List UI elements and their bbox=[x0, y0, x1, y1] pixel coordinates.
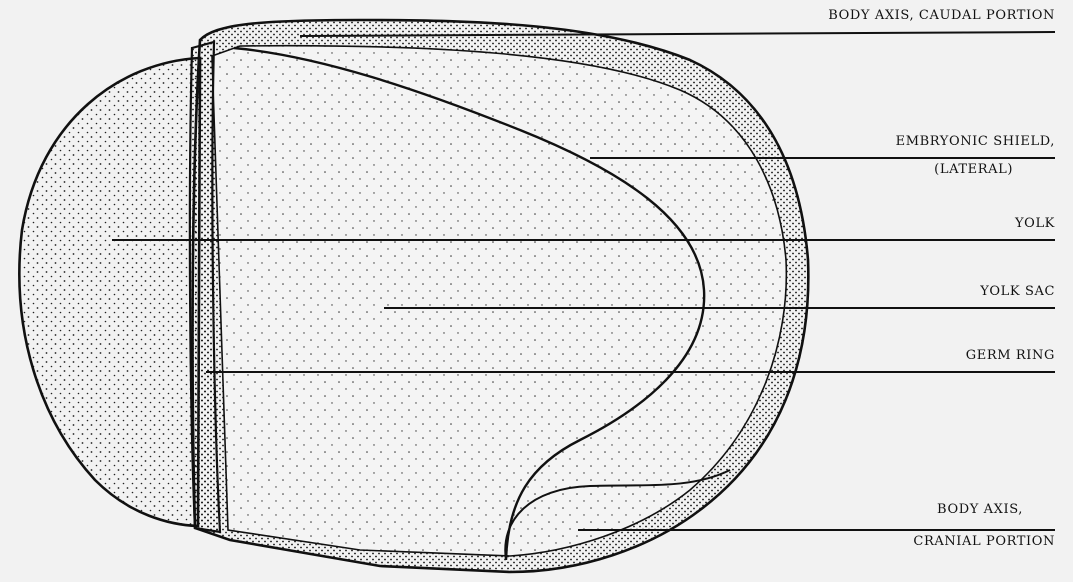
yolk-outline bbox=[19, 58, 200, 526]
label-germ-ring: GERM RING bbox=[966, 348, 1055, 363]
label-body-axis-cranial-portion: CRANIAL PORTION bbox=[913, 534, 1055, 549]
label-body-axis-cranial: BODY AXIS, bbox=[937, 502, 1023, 517]
label-body-axis-caudal: BODY AXIS, CAUDAL PORTION bbox=[828, 8, 1055, 23]
label-yolk-sac: YOLK SAC bbox=[980, 284, 1055, 299]
label-yolk: YOLK bbox=[1015, 216, 1055, 231]
label-embryonic-shield: EMBRYONIC SHIELD, bbox=[896, 134, 1055, 149]
label-embryonic-shield-lateral: (LATERAL) bbox=[934, 162, 1013, 177]
